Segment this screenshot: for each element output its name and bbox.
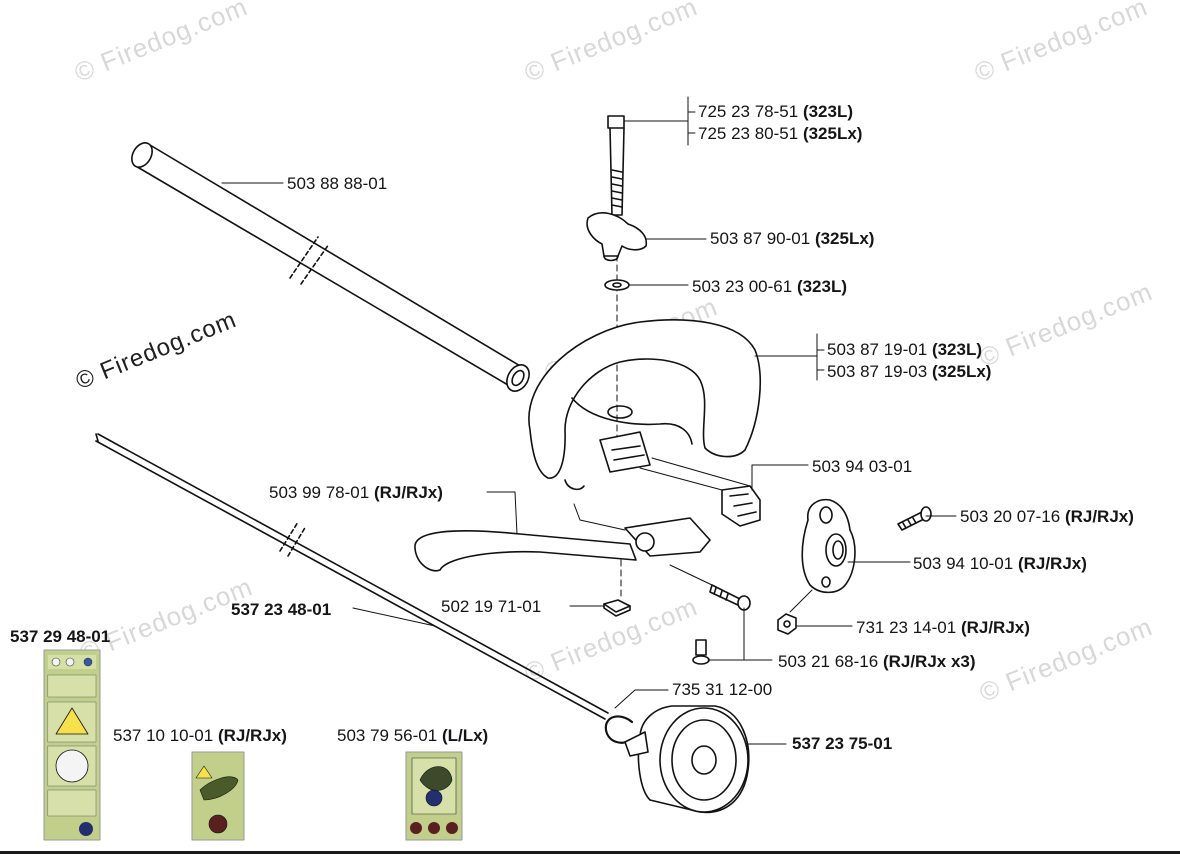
- part-label-guard-cup: 537 23 75-01: [792, 734, 893, 753]
- part-label-loop-handle: 503 87 19-03 (325Lx): [827, 362, 992, 381]
- part-label-decal-rj: 537 10 10-01 (RJ/RJx): [113, 726, 287, 745]
- decal-l-drawing: [405, 751, 463, 841]
- loop-handle-drawing: [528, 319, 761, 491]
- bottom-border: [0, 851, 1180, 854]
- part-label-nut: 731 23 14-01 (RJ/RJx): [856, 618, 1030, 637]
- screw-right-drawing: [897, 506, 932, 531]
- shaft-tube-drawing: [131, 142, 530, 392]
- knob-drawing: [586, 212, 648, 262]
- part-label-drive-shaft: 537 23 48-01: [231, 600, 332, 619]
- part-label-bolt: 725 23 78-51 (323L): [698, 102, 854, 121]
- part-label-screw-right: 503 20 07-16 (RJ/RJx): [960, 507, 1134, 526]
- part-label-square-nut: 502 19 71-01: [441, 597, 542, 616]
- part-label-decal-l: 503 79 56-01 (L/Lx): [337, 726, 489, 745]
- nut-drawing: [777, 589, 813, 635]
- screws-x3-drawing: [669, 564, 751, 665]
- part-label-circlip: 735 31 12-00: [672, 680, 773, 699]
- decal-set-drawing: [43, 649, 101, 841]
- handle-bar-drawing: [414, 503, 711, 572]
- part-label-clamp-housing: 503 94 10-01 (RJ/RJx): [913, 554, 1087, 573]
- bolt-drawing: [607, 115, 625, 441]
- part-label-clamp-block: 503 94 03-01: [812, 457, 913, 476]
- square-nut-drawing: [603, 559, 631, 617]
- part-label-bolt: 725 23 80-51 (325Lx): [698, 124, 863, 143]
- guard-cup-drawing: [624, 705, 750, 814]
- circlip-drawing: [604, 715, 634, 744]
- part-label-shaft-tube: 503 88 88-01: [287, 174, 388, 193]
- decal-rj-drawing: [191, 751, 245, 841]
- part-label-handle-bar: 503 99 78-01 (RJ/RJx): [269, 483, 443, 502]
- part-label-loop-handle: 503 87 19-01 (323L): [827, 340, 983, 359]
- part-label-decal-set: 537 29 48-01: [10, 627, 111, 646]
- part-label-knob: 503 87 90-01 (325Lx): [710, 229, 875, 248]
- leader-lines: [221, 96, 957, 745]
- part-label-screws-x3: 503 21 68-16 (RJ/RJx x3): [778, 652, 976, 671]
- washer-drawing: [604, 279, 630, 291]
- drive-shaft-drawing: [95, 433, 609, 720]
- clamp-housing-drawing: [801, 498, 856, 594]
- clamp-block-drawing: [639, 457, 761, 527]
- part-label-washer: 503 23 00-61 (323L): [692, 277, 848, 296]
